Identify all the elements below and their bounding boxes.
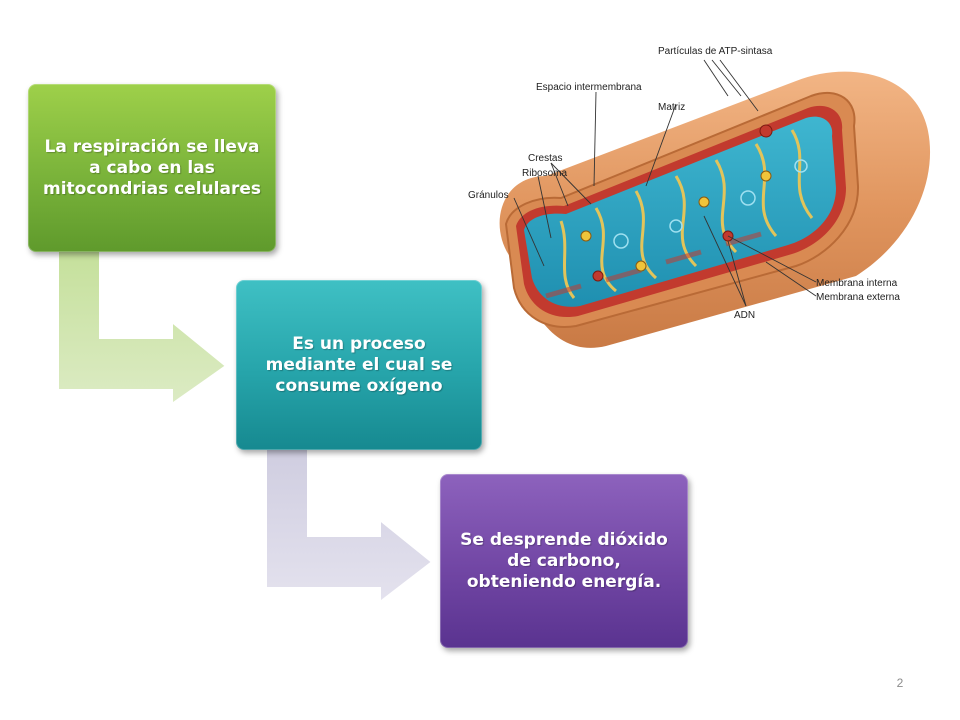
connector-arrow-1 [57,249,228,406]
label-crestas: Crestas [528,153,562,164]
mitochondrion-illustration [499,71,931,348]
mitochondria-diagram: Partículas de ATP-sintasa Espacio interm… [468,46,931,348]
flow-step-3: Se desprende dióxido de carbono, obtenie… [440,474,688,648]
label-ribosoma: Ribosoma [522,168,567,179]
label-adn: ADN [734,310,755,321]
label-membrana-externa: Membrana externa [816,292,900,303]
flow-step-1: La respiración se lleva a cabo en las mi… [28,84,276,252]
leader-lines [513,59,817,307]
flow-step-2: Es un proceso mediante el cual se consum… [236,280,482,450]
label-granulos: Gránulos [468,190,509,201]
connector-arrow-2 [265,447,434,605]
label-matriz: Matriz [658,102,685,113]
granules [580,124,773,282]
dna-strands [613,159,808,249]
label-atp-sintasa: Partículas de ATP-sintasa [658,46,773,57]
page-number: 2 [896,676,904,690]
label-espacio-intermembrana: Espacio intermembrana [536,82,642,93]
flow-step-3-text: Se desprende dióxido de carbono, obtenie… [460,529,668,592]
flow-step-2-text: Es un proceso mediante el cual se consum… [265,333,453,396]
label-membrana-interna: Membrana interna [816,278,898,289]
flow-step-1-text: La respiración se lleva a cabo en las mi… [43,136,261,199]
